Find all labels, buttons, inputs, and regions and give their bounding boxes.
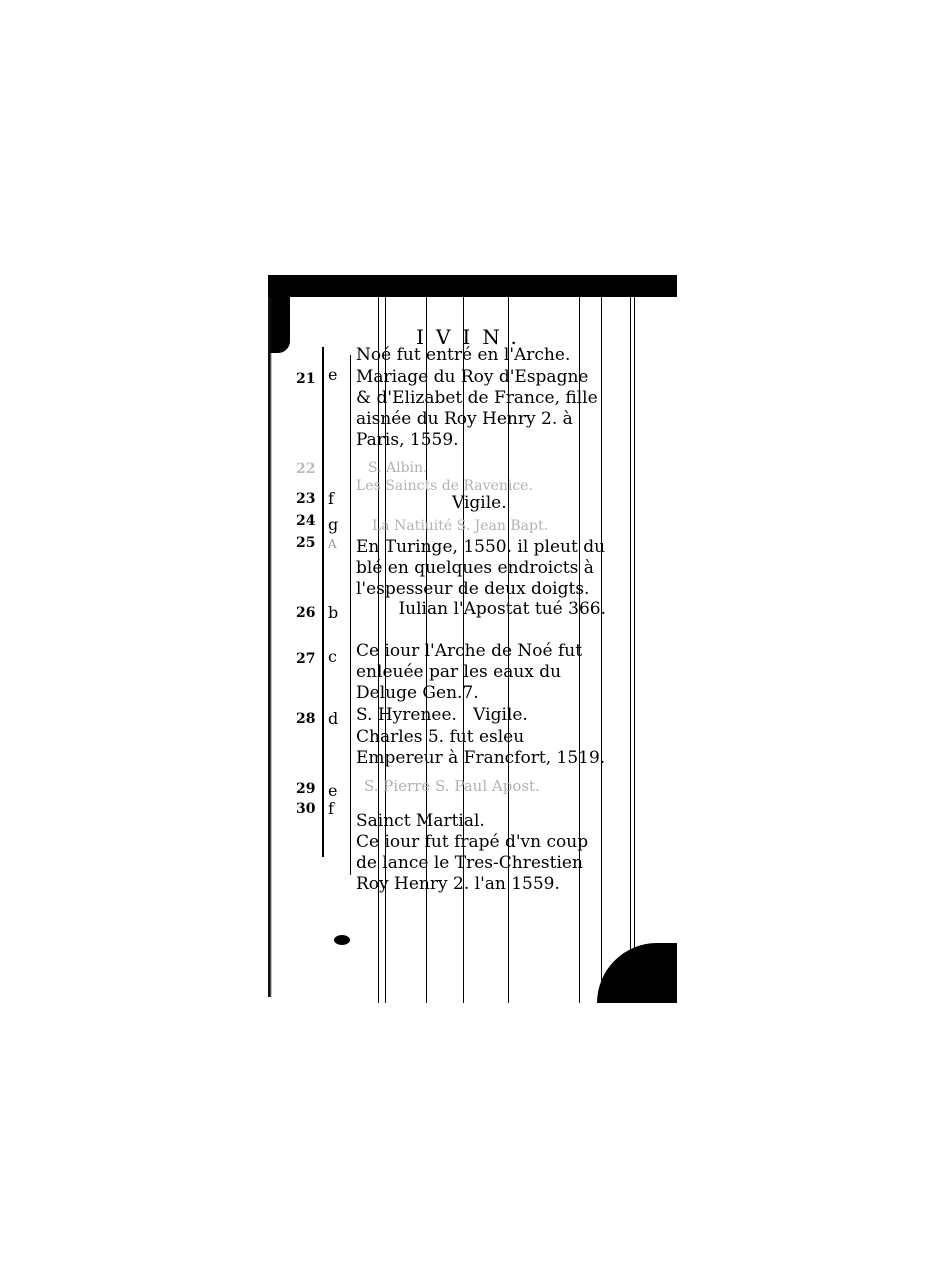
scan-line — [579, 297, 580, 1003]
entry-text: Sainct Martial. — [356, 811, 485, 831]
entry-letter: A — [328, 537, 337, 551]
entry-letter: e — [328, 781, 338, 800]
scan-line — [385, 297, 386, 1003]
entry-text: S. Pierre S. Paul Apost. — [364, 777, 540, 795]
entry-letter: f — [328, 489, 334, 508]
page-right-margin — [634, 297, 677, 1003]
scan-line — [463, 297, 464, 1003]
entry-text: Ce iour l'Arche de Noé fut enleuée par l… — [356, 641, 588, 703]
scan-line — [426, 297, 427, 1003]
entry-day: 25 — [296, 535, 316, 551]
scan-line — [630, 297, 631, 1003]
entry-text: En Turinge, 1550. il pleut du blé en que… — [356, 537, 611, 599]
entry-text: S. Albin. — [368, 460, 428, 476]
entry-day: 27 — [296, 651, 316, 667]
entry-text: Ce iour fut frapé d'vn coup de lance le … — [356, 832, 594, 894]
entry-text: Charles 5. fut esleu Empereur à Francfor… — [356, 727, 606, 768]
entry-day: 28 — [296, 711, 316, 727]
entry-letter: b — [328, 603, 339, 622]
entry-day: 26 — [296, 605, 316, 621]
page-heading: IVIN. — [416, 325, 529, 349]
entry-letter: e — [328, 365, 338, 384]
scan-line — [378, 297, 379, 1003]
entry-day: 30 — [296, 801, 316, 817]
scan-line — [601, 297, 602, 1003]
entry-letter: c — [328, 647, 337, 666]
text-column-rule — [350, 355, 351, 875]
scan-line — [508, 297, 509, 1003]
entry-day: 23 — [296, 491, 316, 507]
entry-text: Les Saincts de Ravenice. — [356, 478, 533, 494]
scanned-page: IVIN. Noé fut entré en l'Arche. 21 e Mar… — [268, 275, 677, 1003]
entry-day: 24 — [296, 513, 316, 529]
entry-letter: g — [328, 515, 339, 534]
entry-text: Vigile. — [452, 493, 507, 513]
entry-text: Iulian l'Apostat tué 366. — [398, 599, 606, 619]
entry-day: 22 — [296, 461, 316, 477]
entry-text: Noé fut entré en l'Arche. — [356, 345, 571, 365]
entry-letter: d — [328, 709, 339, 728]
ink-blot — [334, 935, 350, 945]
entry-text: Mariage du Roy d'Espagne & d'Elizabet de… — [356, 367, 604, 450]
entry-day: 21 — [296, 371, 316, 387]
day-column-rule — [322, 347, 324, 857]
entry-day: 29 — [296, 781, 316, 797]
page-top-shadow — [268, 275, 677, 297]
corner-damage — [597, 943, 677, 1003]
entry-text: La Natiuité S. Jean Bapt. — [372, 518, 549, 534]
page-left-edge — [268, 297, 276, 997]
entry-letter: f — [328, 799, 334, 818]
entry-text: S. Hyrenee. Vigile. — [356, 705, 528, 725]
